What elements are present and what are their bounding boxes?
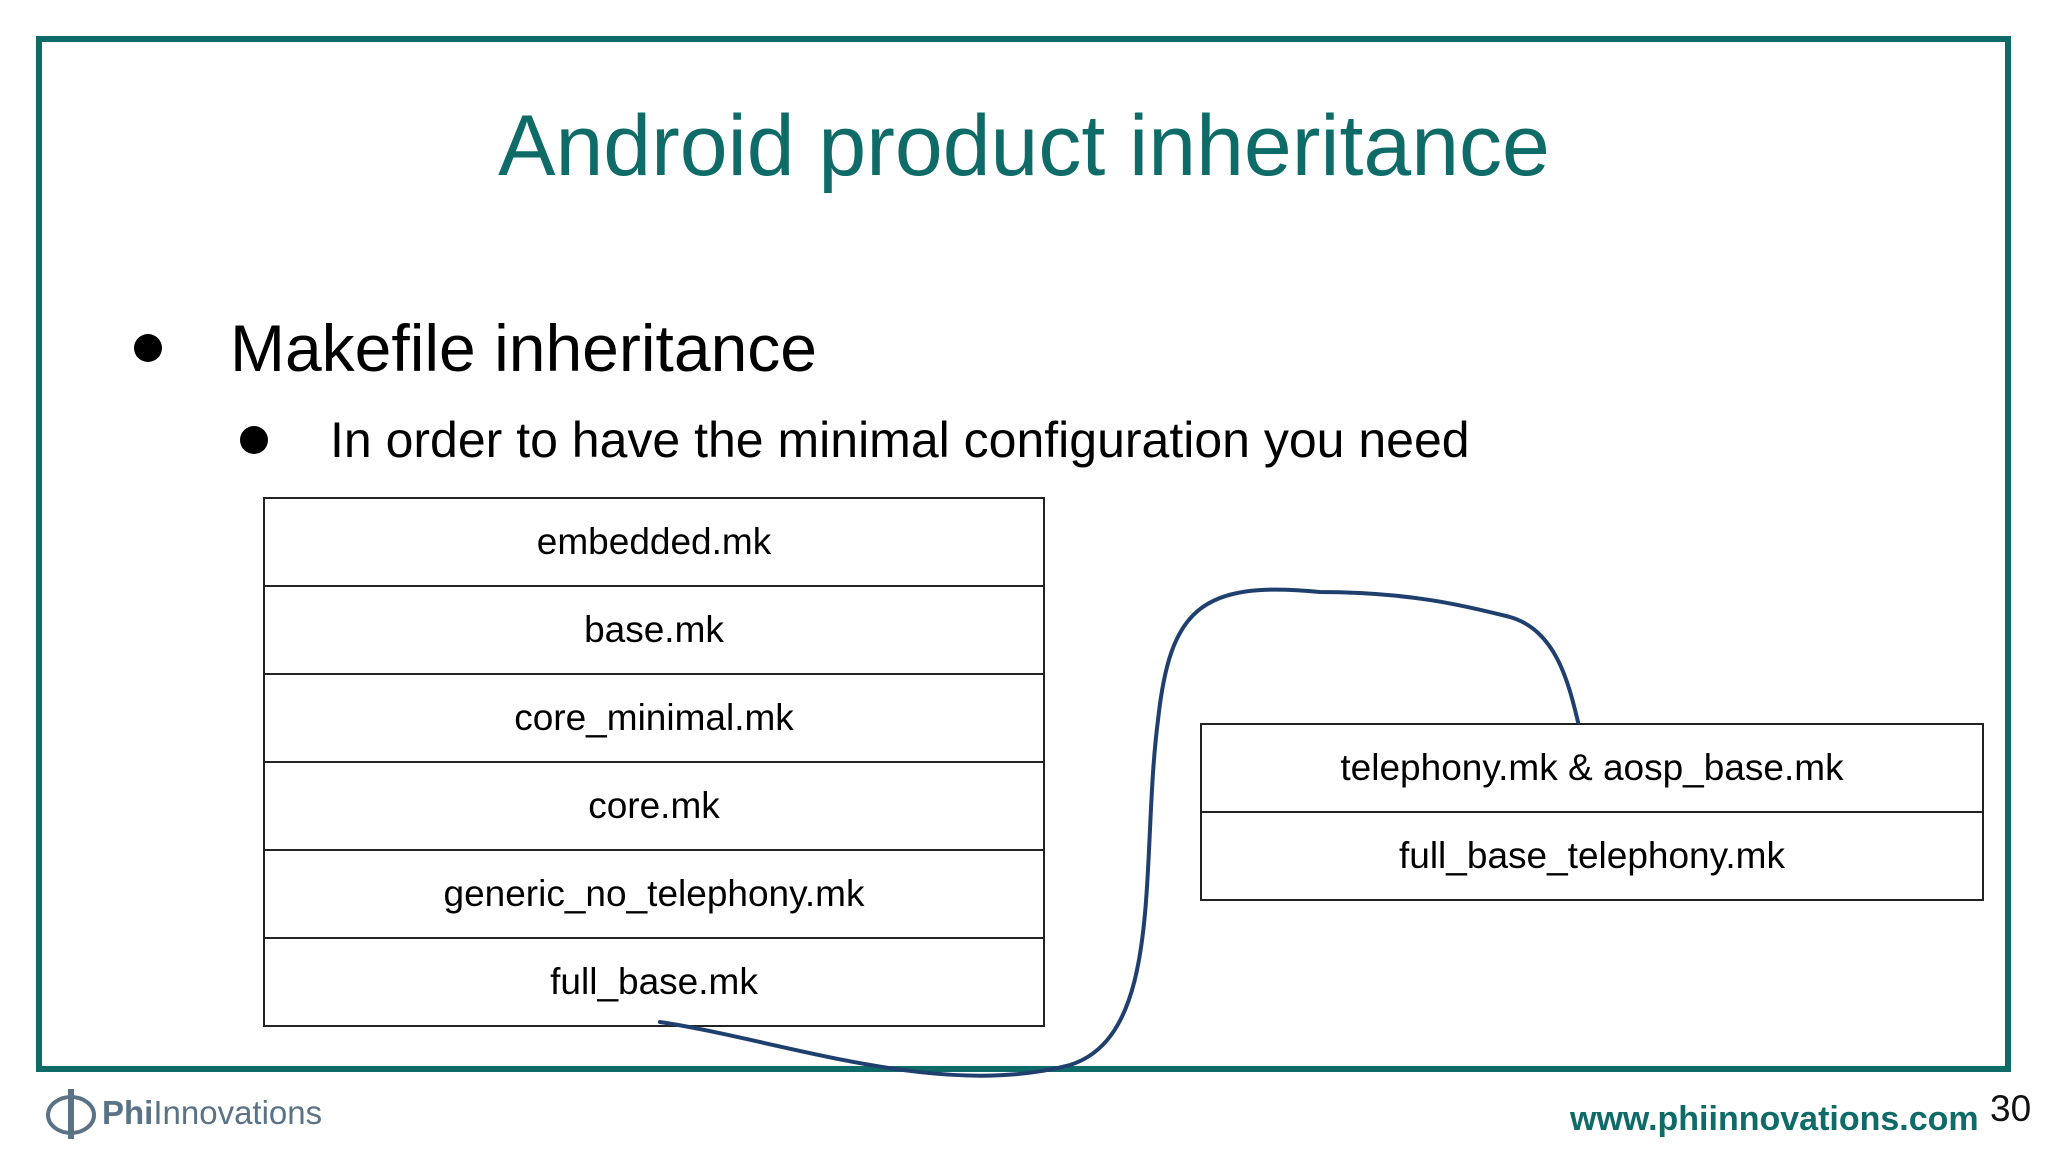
footer-url[interactable]: www.phiinnovations.com: [1570, 1100, 1979, 1138]
bullet-dot: [240, 426, 268, 454]
logo-text-bold: Phi: [102, 1094, 154, 1131]
company-logo: Phi Innovations: [44, 1085, 322, 1141]
bullet-level1-text: Makefile inheritance: [230, 311, 817, 385]
bullet-level1: Makefile inheritance: [134, 308, 817, 388]
left-makefile-stack: embedded.mk base.mk core_minimal.mk core…: [263, 497, 1045, 1027]
stack-row-full-base-telephony: full_base_telephony.mk: [1398, 835, 1785, 876]
stack-row-telephony-aosp-base: telephony.mk & aosp_base.mk: [1202, 725, 1982, 813]
phi-symbol-icon: [46, 1089, 96, 1139]
stack-row-generic-no-telephony: generic_no_telephony.mk: [265, 851, 1043, 939]
bullet-dot: [134, 334, 162, 362]
logo-text: Innovations: [153, 1094, 323, 1131]
page-number: 30: [1990, 1088, 2032, 1129]
bullet-level2: In order to have the minimal configurati…: [240, 410, 1470, 470]
stack-row-embedded: embedded.mk: [265, 499, 1043, 587]
stack-row-full-base: full_base.mk: [550, 961, 758, 1002]
stack-row-base: base.mk: [265, 587, 1043, 675]
stack-row-core-minimal: core_minimal.mk: [265, 675, 1043, 763]
right-makefile-stack: telephony.mk & aosp_base.mk full_base_te…: [1200, 723, 1984, 901]
slide-title: Android product inheritance: [498, 98, 1550, 194]
bullet-level2-text: In order to have the minimal configurati…: [330, 412, 1470, 468]
stack-row-core: core.mk: [265, 763, 1043, 851]
